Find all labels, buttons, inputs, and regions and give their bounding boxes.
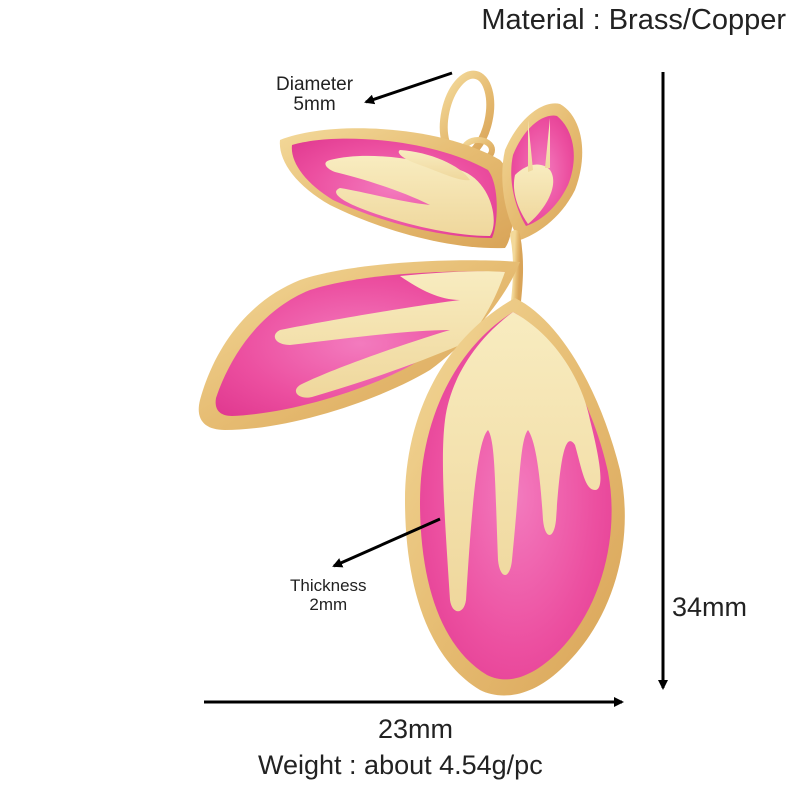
- diameter-annotation: Diameter 5mm: [276, 75, 353, 115]
- thickness-arrow-icon: [332, 517, 441, 568]
- height-value: 34mm: [672, 592, 748, 622]
- width-value: 23mm: [378, 714, 454, 744]
- leaf-upper-left: [279, 128, 514, 249]
- diameter-arrow-icon: [364, 71, 453, 105]
- thickness-label: Thickness: [290, 576, 367, 595]
- thickness-annotation: Thickness 2mm: [290, 576, 367, 614]
- diameter-label: Diameter: [276, 74, 354, 95]
- weight-label: Weight : about 4.54g/pc: [258, 750, 543, 780]
- leaf-small-top: [502, 103, 583, 240]
- thickness-value: 2mm: [309, 595, 348, 614]
- diameter-value: 5mm: [293, 94, 336, 115]
- material-label: Material : Brass/Copper: [481, 4, 786, 36]
- leaf-middle-left: [198, 260, 520, 430]
- leaf-lower-large: [405, 298, 625, 696]
